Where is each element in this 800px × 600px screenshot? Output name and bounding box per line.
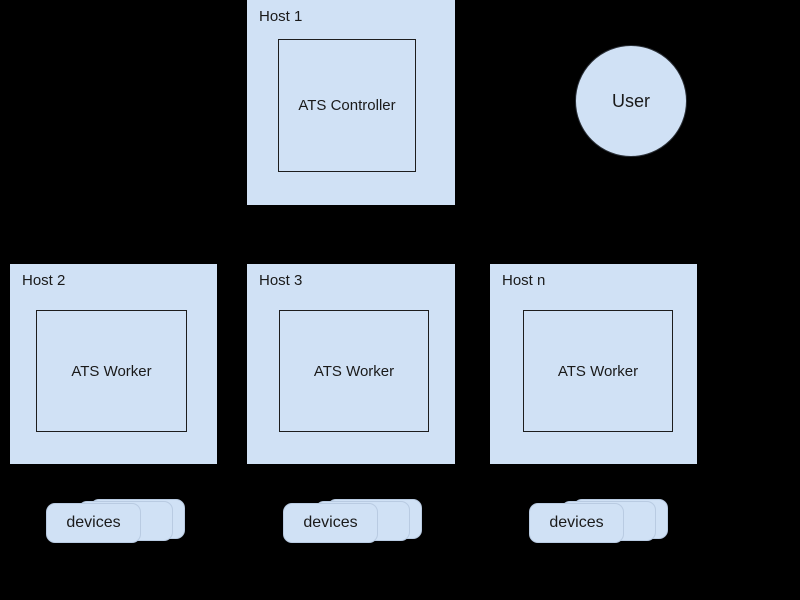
component-box-ats-controller[interactable]: ATS Controller (278, 39, 416, 172)
host-label: Host 2 (22, 272, 66, 289)
host-label: Host 3 (259, 272, 303, 289)
host-box-host-1[interactable]: Host 1 ATS Controller (247, 0, 455, 205)
devices-stack-layer-front: devices (283, 503, 378, 543)
host-label: Host n (502, 272, 546, 289)
host-box-host-2[interactable]: Host 2 ATS Worker (10, 264, 217, 464)
host-label: Host 1 (259, 8, 303, 25)
component-label: ATS Controller (298, 97, 396, 114)
component-label: ATS Worker (71, 362, 152, 380)
host-box-host-n[interactable]: Host n ATS Worker (490, 264, 697, 464)
host-box-host-3[interactable]: Host 3 ATS Worker (247, 264, 455, 464)
devices-stack-layer-front: devices (46, 503, 141, 543)
component-label: ATS Worker (557, 362, 639, 380)
devices-stack-layer-front: devices (529, 503, 624, 543)
devices-label: devices (66, 514, 121, 531)
component-label: ATS Worker (313, 362, 395, 380)
component-box-ats-worker-n[interactable]: ATS Worker (523, 310, 673, 432)
devices-label: devices (303, 514, 358, 531)
devices-stack-host-2[interactable]: devices (46, 499, 186, 545)
devices-label: devices (549, 514, 604, 531)
component-box-ats-worker-2[interactable]: ATS Worker (36, 310, 187, 432)
user-node[interactable]: User (575, 45, 687, 157)
devices-stack-host-3[interactable]: devices (283, 499, 423, 545)
devices-stack-host-n[interactable]: devices (529, 499, 669, 545)
component-box-ats-worker-3[interactable]: ATS Worker (279, 310, 429, 432)
user-label: User (611, 90, 650, 111)
